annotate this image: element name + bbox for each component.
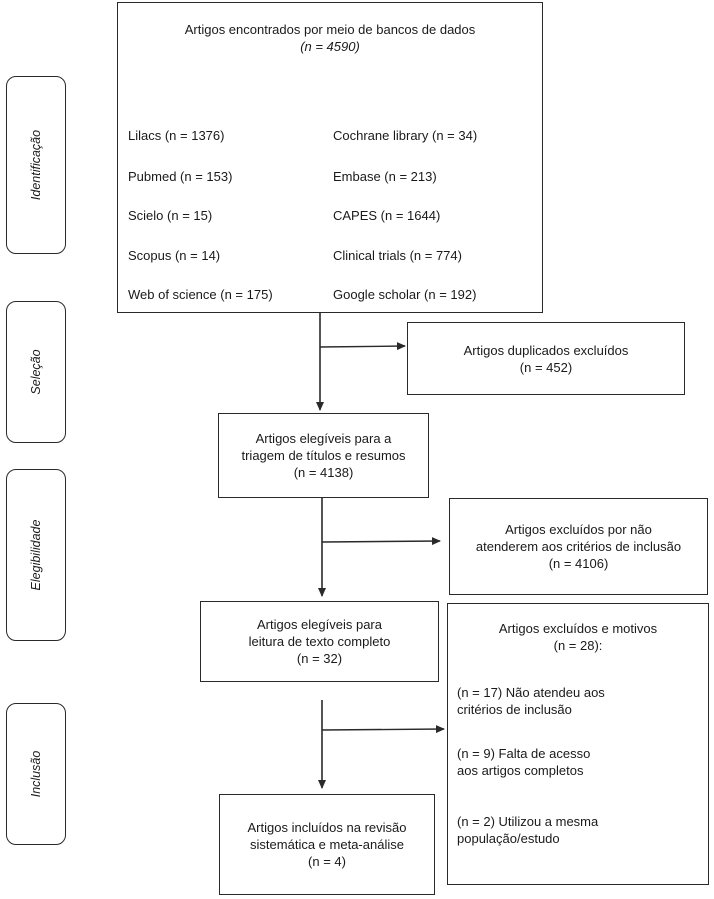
excluded-reasons-box: Artigos excluídos e motivos (n = 28): (n…	[447, 603, 709, 885]
database-capes: CAPES (n = 1644)	[333, 208, 441, 223]
database-web-of-science: Web of science (n = 175)	[128, 287, 273, 302]
database-lilacs: Lilacs (n = 1376)	[128, 128, 225, 143]
screening-box: Artigos elegíveis para a triagem de títu…	[218, 413, 429, 498]
reason-no-full-access: (n = 9) Falta de acesso aos artigos comp…	[457, 746, 591, 778]
arrow-to-excluded-criteria	[321, 537, 441, 546]
database-google-scholar: Google scholar (n = 192)	[333, 287, 477, 302]
arrow-to-duplicates	[319, 342, 406, 351]
duplicates-excluded-box: Artigos duplicados excluídos (n = 452)	[407, 322, 685, 395]
reason-same-population: (n = 2) Utilizou a mesma população/estud…	[457, 814, 599, 846]
records-found-header: Artigos encontrados por meio de bancos d…	[184, 22, 476, 54]
included-studies-box: Artigos incluídos na revisão sistemática…	[219, 794, 435, 895]
database-embase: Embase (n = 213)	[333, 169, 437, 184]
phase-label-identificacao: Identificação	[6, 76, 66, 254]
fulltext-eligible-box: Artigos elegíveis para leitura de texto …	[200, 601, 439, 682]
database-scopus: Scopus (n = 14)	[128, 248, 221, 263]
database-pubmed: Pubmed (n = 153)	[128, 169, 233, 184]
excluded-reasons-header: Artigos excluídos e motivos (n = 28):	[498, 621, 658, 653]
reason-not-meeting-criteria: (n = 17) Não atendeu aos critérios de in…	[457, 685, 605, 717]
database-cochrane: Cochrane library (n = 34)	[333, 128, 478, 143]
database-clinical-trials: Clinical trials (n = 774)	[333, 248, 462, 263]
phase-label-inclusao: Inclusão	[6, 703, 66, 845]
phase-label-elegibilidade: Elegibilidade	[6, 469, 66, 641]
phase-label-selecao: Seleção	[6, 301, 66, 443]
excluded-by-criteria-box: Artigos excluídos por não atenderem aos …	[449, 498, 708, 595]
identification-box: Artigos encontrados por meio de bancos d…	[117, 2, 543, 313]
database-scielo: Scielo (n = 15)	[128, 208, 213, 223]
arrow-to-excluded-reasons	[321, 725, 445, 734]
